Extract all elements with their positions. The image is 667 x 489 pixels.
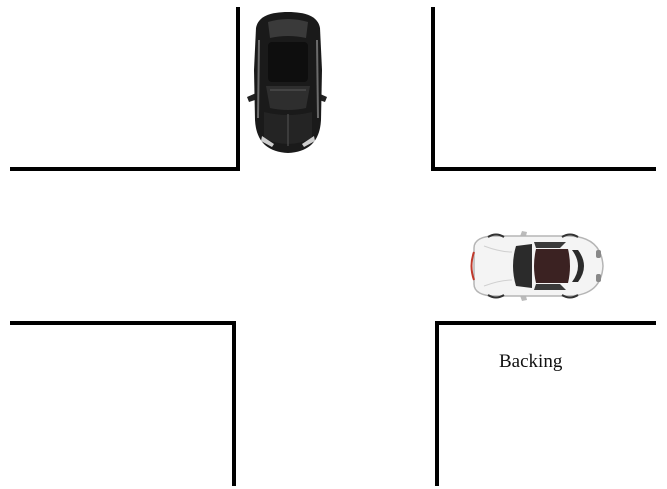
backing-label: Backing bbox=[499, 351, 562, 373]
white-car bbox=[472, 231, 604, 301]
dark-car bbox=[247, 12, 327, 153]
